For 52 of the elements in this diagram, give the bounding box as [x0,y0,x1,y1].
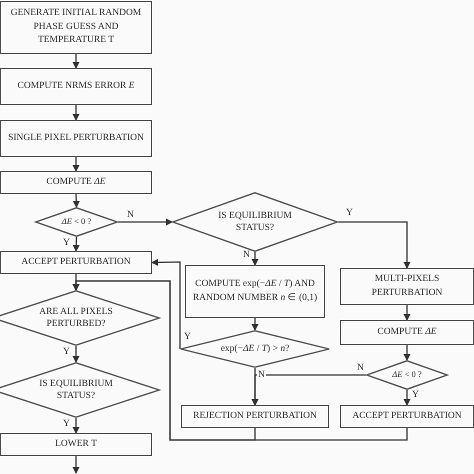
arrow [72,418,80,434]
step-text: MULTI-PIXELS PERTURBATION [370,272,444,300]
arrow [151,258,181,349]
arrow [72,346,80,363]
step-text: LOWER T [54,438,98,451]
decision-diamond [35,207,118,237]
arrow [118,218,173,226]
step-text: COMPUTE NRMS ERROR E [16,80,136,93]
process-box [0,171,152,194]
decision-diamond [0,290,160,346]
arrow [72,54,80,69]
decision-diamond [366,360,448,390]
arrow [404,345,410,361]
decision-diamond [180,330,330,368]
step-text: ΔE < 0 ? [391,369,423,381]
arrow [72,194,80,208]
step-text: COMPUTE ΔE [45,176,107,189]
process-box [0,120,152,157]
arrow [252,252,258,266]
step-text: COMPUTE exp(−ΔE / T) AND RANDOM NUMBER n ∈ (0,1) [192,278,318,304]
step-text: exp(−ΔE / T) > n? [220,342,290,356]
step-text: ARE ALL PIXELS PERTURBED? [38,306,114,330]
arrow [252,374,366,406]
process-box [0,1,152,54]
process-box [340,405,474,428]
step-text: GENERATE INITIAL RANDOM PHASE GUESS AND TEMPERATURE T [10,6,142,48]
step-text: ΔE < 0 ? [60,216,92,228]
decision-diamond [172,192,338,252]
step-text: SINGLE PIXEL PERTURBATION [7,132,145,145]
arrow [72,236,80,252]
arrow [338,221,410,269]
arrow [72,105,80,121]
process-box [340,268,474,305]
step-text: ACCEPT PERTURBATION [20,256,132,269]
arrow [72,456,80,474]
process-box [0,251,152,274]
process-box [185,265,325,318]
step-text: IS EQUILIBRIUM STATUS? [217,210,293,234]
step-text: COMPUTE ΔE [376,326,438,339]
process-box [0,433,152,456]
arrow [404,390,410,406]
process-box [0,68,152,105]
step-text: REJECTION PERTURBATION [192,410,318,423]
process-box [181,405,329,428]
process-box [340,320,474,345]
arrow [72,157,80,172]
arrow [404,305,410,321]
step-text: IS EQUILIBRIUM STATUS? [38,378,114,402]
decision-diamond [0,362,160,418]
step-text: ACCEPT PERTURBATION [351,410,463,423]
arrow [72,280,408,441]
arrow [252,318,258,331]
